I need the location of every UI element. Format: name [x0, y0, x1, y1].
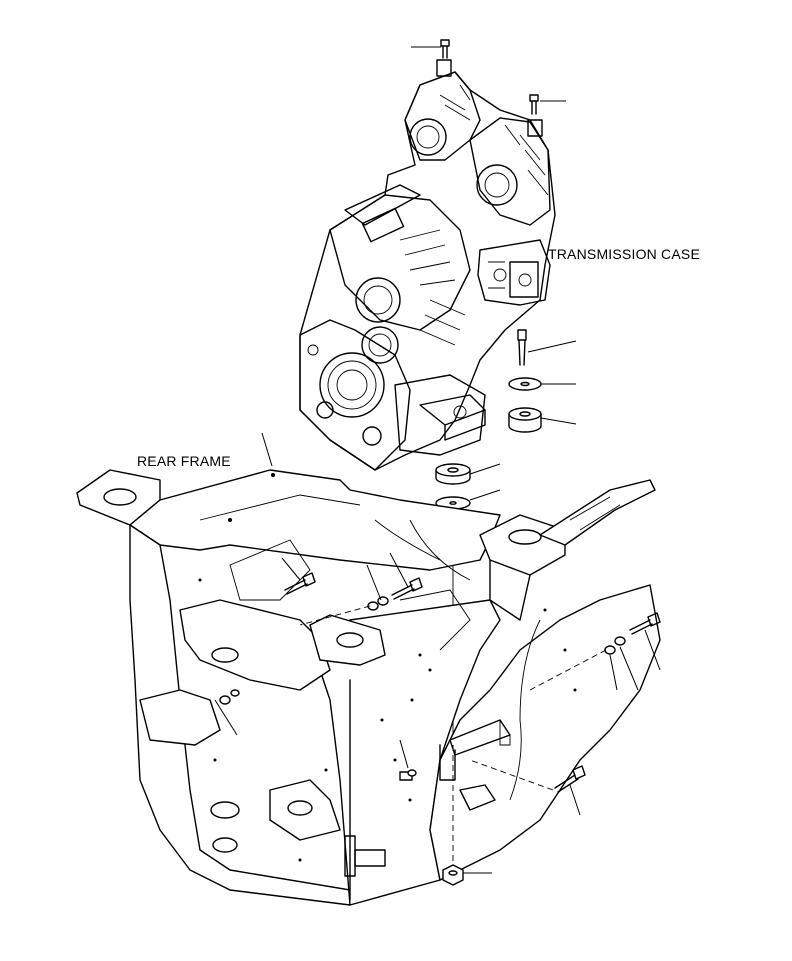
- bolt-right-1: [604, 612, 661, 655]
- mount-bolt: [517, 329, 527, 366]
- bolt-left-2: [367, 577, 423, 611]
- rubber-mount-upper: [508, 407, 542, 433]
- bolt-right-2: [399, 769, 417, 781]
- top-bolt-1: [440, 39, 450, 59]
- top-bolt-2: [529, 94, 539, 115]
- transmission-case: [299, 59, 556, 471]
- rear-frame-label: REAR FRAME: [137, 453, 231, 469]
- rear-frame: [76, 469, 661, 906]
- rubber-mount-lower: [435, 463, 471, 485]
- bolt-left-1: [284, 572, 316, 595]
- nut-bottom: [442, 864, 464, 886]
- bolt-lower: [554, 765, 586, 793]
- transmission-case-label: TRANSMISSION CASE: [548, 246, 700, 262]
- washer: [508, 377, 542, 391]
